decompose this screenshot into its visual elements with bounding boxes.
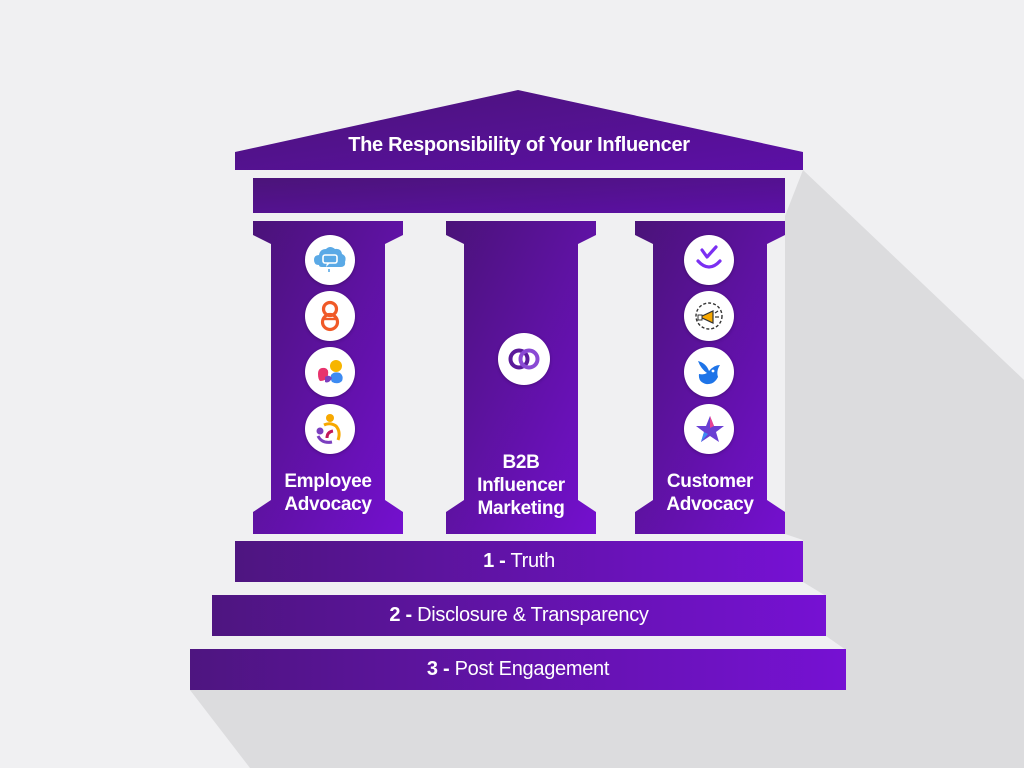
- orange-knot-icon: [305, 291, 355, 341]
- colorful-petals-icon: [305, 347, 355, 397]
- step-2-label: 2 - Disclosure & Transparency: [212, 595, 826, 635]
- step-2-text: Disclosure & Transparency: [417, 604, 649, 626]
- step-3-number: 3 -: [426, 658, 450, 680]
- pillar-right-label: Customer Advocacy: [635, 470, 785, 516]
- pillar-left-label: Employee Advocacy: [253, 470, 403, 516]
- megaphone-badge-icon: [684, 291, 734, 341]
- pillar-right-label-line1: Customer: [666, 471, 754, 492]
- step-3-label: 3 - Post Engagement: [190, 649, 846, 689]
- entablature-beam: [253, 178, 785, 213]
- temple-shadow: [190, 170, 1024, 768]
- step-1-number: 1 -: [483, 550, 506, 572]
- roof-pediment: [235, 90, 803, 170]
- pillar-center-label-line2: Influencer: [477, 475, 565, 496]
- purple-star-icon: [684, 404, 734, 454]
- purple-check-smile-icon: [684, 235, 734, 285]
- pillar-right-label-line2: Advocacy: [666, 494, 754, 515]
- pillar-left-label-line2: Advocacy: [284, 494, 372, 515]
- people-circle-icon: [305, 404, 355, 454]
- step-3-bar: [190, 649, 846, 690]
- step-1-label: 1 - Truth: [235, 541, 803, 581]
- pillar-left-label-line1: Employee: [284, 471, 372, 492]
- pillar-center-label: B2B Influencer Marketing: [446, 451, 596, 520]
- step-3-text: Post Engagement: [454, 658, 610, 680]
- step-1-bar: [235, 541, 803, 582]
- interlocked-rings-icon: [498, 333, 550, 385]
- cloud-chat-icon: [305, 235, 355, 285]
- pillar-center-label-line3: Marketing: [477, 498, 565, 519]
- step-1-text: Truth: [510, 550, 555, 572]
- blue-bird-icon: [684, 347, 734, 397]
- page-title: The Responsibility of Your Influencer: [348, 134, 690, 156]
- step-2-number: 2 -: [389, 604, 412, 626]
- pillar-center-label-line1: B2B: [502, 452, 540, 473]
- step-2-bar: [212, 595, 826, 636]
